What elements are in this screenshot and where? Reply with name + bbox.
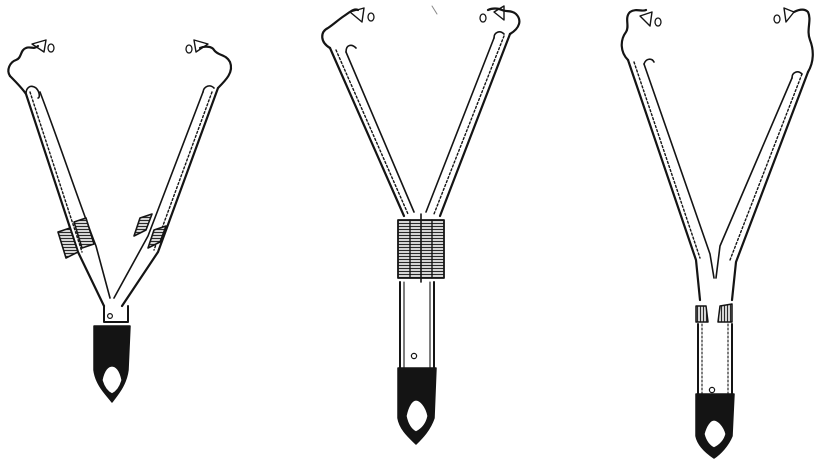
left-figure-left-arm (10, 76, 104, 306)
right-figure-right-arm (732, 72, 808, 300)
left-figure (8, 40, 231, 402)
right-figure-collar-right (718, 304, 732, 322)
left-figure-right-arm (122, 88, 218, 306)
right-figure-stem (698, 324, 732, 396)
left-figure-stem (104, 306, 128, 322)
middle-figure-left-arm (330, 48, 404, 216)
right-figure-collar-left (696, 306, 708, 322)
middle-figure (322, 6, 519, 444)
right-figure-left-arm (628, 60, 700, 300)
middle-figure-right-arm (440, 34, 510, 216)
right-figure (622, 8, 813, 458)
